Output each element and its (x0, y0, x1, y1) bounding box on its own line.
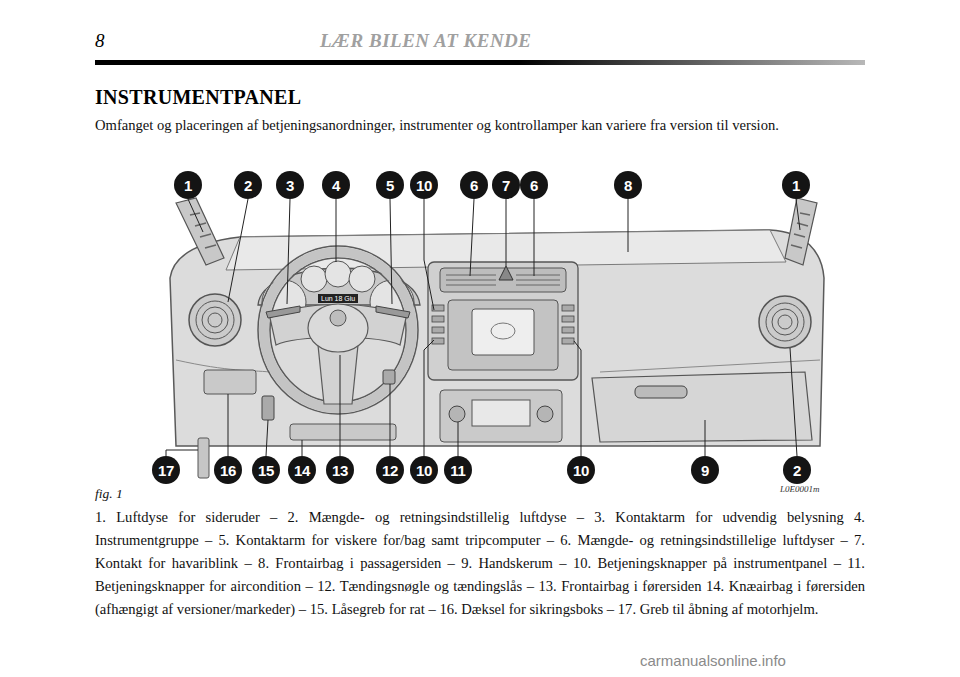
callout-number: 1 (174, 171, 202, 199)
callout-number: 5 (376, 171, 404, 199)
radio-unit (448, 300, 558, 370)
center-console (428, 262, 578, 380)
dashboard-body (170, 230, 824, 446)
ac-display (472, 400, 530, 426)
callout-text: 12 (382, 463, 398, 478)
callout-number: 10 (410, 456, 438, 484)
callout-text: 6 (470, 178, 478, 193)
callout-number: 14 (288, 456, 316, 484)
ac-knob (537, 406, 553, 422)
round-vent (759, 296, 811, 348)
leader-lines (166, 199, 800, 456)
vent-slats (791, 213, 810, 248)
ac-knob (449, 406, 465, 422)
vent-slats (190, 213, 216, 248)
callout-number: 7 (492, 171, 520, 199)
callout-text: 9 (701, 463, 709, 478)
fuse-cover (204, 370, 256, 394)
header-rule (95, 60, 865, 65)
figure-label: fig. 1 (95, 486, 123, 502)
callout-text: 13 (332, 463, 348, 478)
page-number: 8 (95, 30, 105, 52)
callout-text: 10 (573, 463, 589, 478)
callout-text: 3 (286, 178, 294, 193)
figure-code: L0E0001m (780, 484, 820, 494)
hazard-button (499, 266, 513, 280)
callout-number: 3 (276, 171, 304, 199)
callout-text: 15 (258, 463, 274, 478)
callout-number: 10 (567, 456, 595, 484)
callout-text: 10 (416, 178, 432, 193)
callout-text: 2 (793, 463, 801, 478)
callout-number: 10 (410, 171, 438, 199)
callout-number: 1 (782, 171, 810, 199)
callout-number: 9 (691, 456, 719, 484)
glovebox (592, 372, 812, 442)
callout-number: 12 (376, 456, 404, 484)
stalk (266, 306, 300, 318)
callout-number: 6 (460, 171, 488, 199)
switches (432, 305, 574, 344)
callout-text: 1 (184, 178, 192, 193)
callout-text: 4 (332, 178, 340, 193)
callout-number: 15 (252, 456, 280, 484)
callout-text: 16 (220, 463, 236, 478)
lock-lever (262, 396, 274, 420)
callout-number: 2 (234, 171, 262, 199)
callout-number: 13 (326, 456, 354, 484)
stalk (376, 306, 410, 318)
callout-number: 17 (152, 456, 180, 484)
callout-text: 2 (244, 178, 252, 193)
callout-number: 6 (520, 171, 548, 199)
display-text: Lun 18 Giu (318, 294, 358, 303)
callout-text: 11 (450, 463, 465, 478)
knee-airbag (290, 424, 396, 440)
callout-number: 8 (614, 171, 642, 199)
callout-number: 11 (444, 456, 472, 484)
callout-number: 2 (783, 456, 811, 484)
callout-text: 6 (530, 178, 538, 193)
running-header: LÆR BILEN AT KENDE (320, 30, 532, 52)
callout-text: 7 (502, 178, 510, 193)
intro-text: Omfanget og placeringen af betjeningsano… (95, 117, 870, 134)
callout-text: 5 (386, 178, 394, 193)
callout-text: 8 (624, 178, 632, 193)
callout-number: 4 (322, 171, 350, 199)
callout-number: 16 (214, 456, 242, 484)
hood-lever (198, 438, 209, 478)
figure-caption: 1. Luftdyse for sideruder – 2. Mængde- o… (95, 506, 865, 621)
callout-text: 10 (416, 463, 432, 478)
section-heading: INSTRUMENTPANEL (95, 86, 301, 109)
round-vent (189, 294, 241, 346)
glovebox-handle (635, 386, 687, 398)
ignition (383, 370, 395, 384)
radio-logo (491, 323, 515, 339)
watermark: carmanualsonline.info (640, 652, 786, 669)
callout-text: 17 (158, 463, 174, 478)
radio-screen (472, 309, 534, 355)
callout-text: 14 (294, 463, 310, 478)
steering-wheel (258, 246, 418, 414)
side-vent (176, 198, 224, 265)
side-vent (785, 198, 817, 265)
callout-text: 1 (792, 178, 800, 193)
